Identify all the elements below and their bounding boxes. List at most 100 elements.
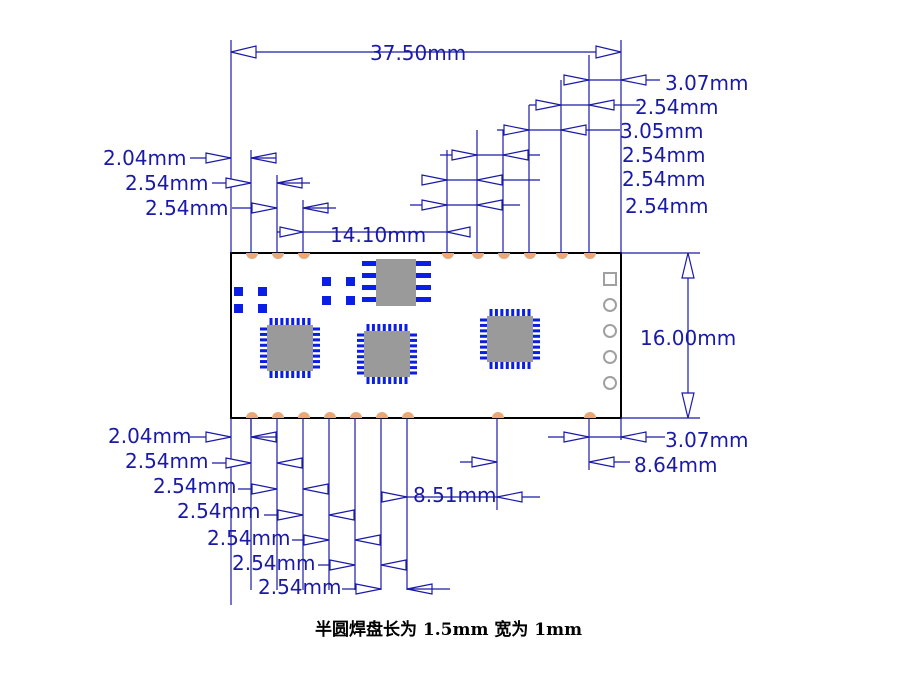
dim-top-right-2: 3.05mm: [620, 119, 704, 143]
dim-bottom-left-3: 2.54mm: [177, 499, 261, 523]
qfp-pin: [489, 309, 493, 316]
dim-top-mid: 14.10mm: [330, 223, 426, 247]
qfp-pin: [480, 345, 487, 349]
qfp-pin: [388, 377, 392, 384]
qfp-pin: [291, 371, 295, 378]
qfp-pin: [260, 332, 267, 336]
qfp-chip-1: [357, 324, 417, 384]
qfp-pin: [388, 324, 392, 331]
qfp-pin: [313, 354, 320, 358]
qfp-pin: [313, 338, 320, 342]
qfp-pin: [296, 318, 300, 325]
qfp-pin: [494, 309, 498, 316]
dim-bottom-mid: 8.51mm: [413, 483, 497, 507]
dim-top-right-5: 2.54mm: [625, 194, 709, 218]
qfp-pin: [357, 355, 364, 359]
qfp-pin: [516, 362, 520, 369]
qfp-pin: [533, 340, 540, 344]
qfp-pin: [505, 362, 509, 369]
qfp-pin: [533, 323, 540, 327]
qfp-pin: [522, 309, 526, 316]
qfp-pin: [480, 323, 487, 327]
qfp-pin: [280, 371, 284, 378]
qfp-pin: [357, 338, 364, 342]
qfp-body: [267, 325, 313, 371]
qfp-pin: [533, 318, 540, 322]
qfp-pin: [410, 360, 417, 364]
qfp-pin: [516, 309, 520, 316]
qfp-pin: [302, 371, 306, 378]
qfp-pin: [533, 334, 540, 338]
qfp-pin: [489, 362, 493, 369]
qfp-pin: [260, 360, 267, 364]
qfp-pin: [505, 309, 509, 316]
qfp-pin: [533, 329, 540, 333]
qfp-pin: [533, 351, 540, 355]
qfp-body: [487, 316, 533, 362]
qfp-body: [364, 331, 410, 377]
qfp-pin: [269, 318, 273, 325]
qfp-pin: [260, 349, 267, 353]
qfp-pin: [399, 377, 403, 384]
qfp-pin: [410, 355, 417, 359]
qfp-pin: [410, 349, 417, 353]
dim-bottom-left-6: 2.54mm: [258, 575, 342, 599]
qfp-chips: [260, 309, 540, 384]
qfp-pin: [410, 371, 417, 375]
qfp-pin: [307, 371, 311, 378]
top-left-dims: 2.04mm 2.54mm 2.54mm: [103, 146, 336, 220]
qfp-pin: [260, 338, 267, 342]
dim-bottom-left-2: 2.54mm: [153, 474, 237, 498]
qfp-pin: [260, 343, 267, 347]
dim-bottom-left-4: 2.54mm: [207, 526, 291, 550]
qfp-pin: [410, 338, 417, 342]
qfp-pin: [377, 377, 381, 384]
qfp-pin: [393, 377, 397, 384]
qfp-chip-0: [260, 318, 320, 378]
qfp-pin: [296, 371, 300, 378]
bottom-right-dims: 3.07mm 8.64mm: [548, 428, 749, 477]
qfp-pin: [366, 324, 370, 331]
qfp-pin: [260, 327, 267, 331]
top-right-dims: 3.07mm 2.54mm 3.05mm 2.54mm 2.54mm 2.54m…: [410, 71, 749, 218]
qfp-pin: [480, 318, 487, 322]
qfp-pin: [371, 377, 375, 384]
smd-pads: [234, 277, 355, 313]
qfp-pin: [533, 356, 540, 360]
qfp-pin: [357, 366, 364, 370]
dim-top-left-0: 2.04mm: [103, 146, 187, 170]
qfp-pin: [260, 354, 267, 358]
dim-bottom-left-5: 2.54mm: [232, 551, 316, 575]
qfp-pin: [527, 362, 531, 369]
qfp-pin: [285, 318, 289, 325]
qfp-pin: [302, 318, 306, 325]
qfp-pin: [280, 318, 284, 325]
dim-top-left-2: 2.54mm: [145, 196, 229, 220]
dim-top-right-0: 3.07mm: [665, 71, 749, 95]
qfp-pin: [285, 371, 289, 378]
qfp-pin: [382, 324, 386, 331]
bottom-left-dims: 2.04mm 2.54mm 2.54mm 2.54mm 2.54mm 2.54m…: [108, 424, 450, 599]
qfp-pin: [313, 365, 320, 369]
dim-top-right-1: 2.54mm: [635, 95, 719, 119]
qfp-pin: [366, 377, 370, 384]
qfp-pin: [480, 329, 487, 333]
bottom-half-pads: [246, 412, 596, 418]
qfp-pin: [404, 377, 408, 384]
qfp-pin: [313, 343, 320, 347]
dim-top-right-4: 2.54mm: [622, 167, 706, 191]
qfp-pin: [269, 371, 273, 378]
qfp-pin: [410, 366, 417, 370]
qfp-pin: [382, 377, 386, 384]
dim-overall-width: 37.50mm: [370, 41, 466, 65]
qfp-pin: [511, 362, 515, 369]
qfp-pin: [371, 324, 375, 331]
qfp-pin: [399, 324, 403, 331]
qfp-pin: [377, 324, 381, 331]
qfp-pin: [527, 309, 531, 316]
qfp-pin: [500, 362, 504, 369]
qfp-pin: [533, 345, 540, 349]
qfp-pin: [313, 327, 320, 331]
caption-text: 半圆焊盘长为 1.5mm 宽为 1mm: [315, 619, 582, 640]
